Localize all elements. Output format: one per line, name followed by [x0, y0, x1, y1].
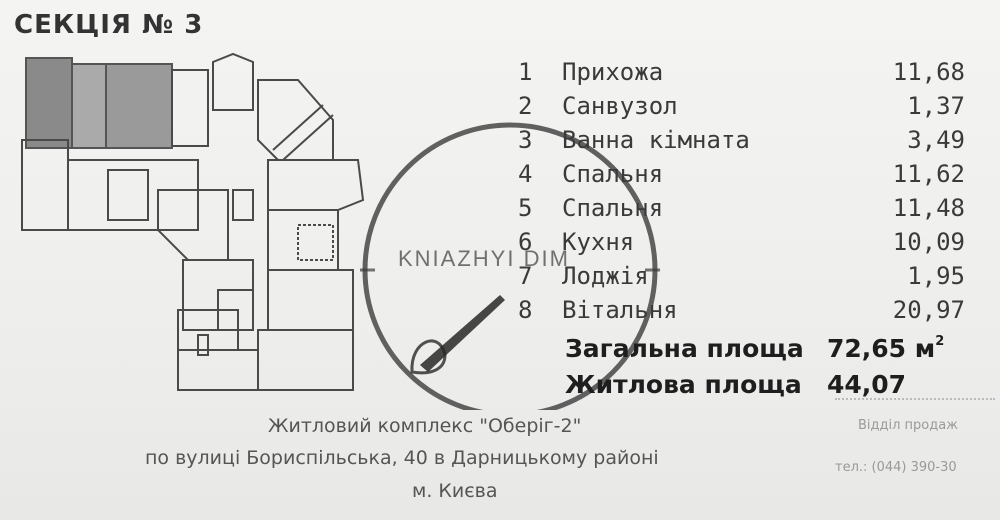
footer-address: по вулиці Бориспільська, 40 в Дарницьком…: [145, 447, 659, 469]
room-number: 2: [518, 92, 533, 120]
living-area-label: Житлова площа: [565, 370, 802, 399]
room-name: Прихожа: [562, 58, 664, 86]
room-number: 6: [518, 228, 533, 256]
floor-plan: [21, 52, 365, 391]
divider: [835, 398, 995, 412]
unit-superscript: 2: [935, 334, 945, 349]
living-area-value: 44,07: [827, 370, 907, 399]
room-area: 10,09: [892, 228, 965, 256]
room-name: Спальня: [562, 160, 664, 188]
room-number: 1: [518, 58, 533, 86]
room-name: Ванна кімната: [562, 126, 750, 154]
room-number: 5: [518, 194, 533, 222]
room-name: Вітальня: [562, 296, 678, 324]
room-area: 11,48: [892, 194, 965, 222]
footer-complex-name: Житловий комплекс "Оберіг-2": [268, 415, 582, 437]
total-area-value: 72,65 м2: [827, 334, 945, 363]
room-area: 11,68: [892, 58, 965, 86]
stamp-seal: [360, 122, 660, 410]
room-area: 1,37: [907, 92, 965, 120]
room-number: 3: [518, 126, 533, 154]
watermark-text: KNIAZHYI DIM: [398, 246, 570, 271]
room-area: 20,97: [892, 296, 965, 324]
footer-city: м. Києва: [412, 480, 498, 502]
room-area: 11,62: [892, 160, 965, 188]
phone-note: тел.: (044) 390-30: [835, 460, 957, 475]
total-area-label: Загальна площа: [565, 334, 804, 363]
section-title: СЕКЦІЯ № 3: [14, 10, 204, 40]
sales-dept-note: Відділ продаж: [858, 418, 958, 433]
room-name: Лоджія: [562, 262, 649, 290]
room-name: Спальня: [562, 194, 664, 222]
room-area: 1,95: [907, 262, 965, 290]
room-number: 4: [518, 160, 533, 188]
room-name: Кухня: [562, 228, 635, 256]
room-number: 8: [518, 296, 533, 324]
room-name: Санвузол: [562, 92, 678, 120]
room-area: 3,49: [907, 126, 965, 154]
room-number: 7: [518, 262, 533, 290]
